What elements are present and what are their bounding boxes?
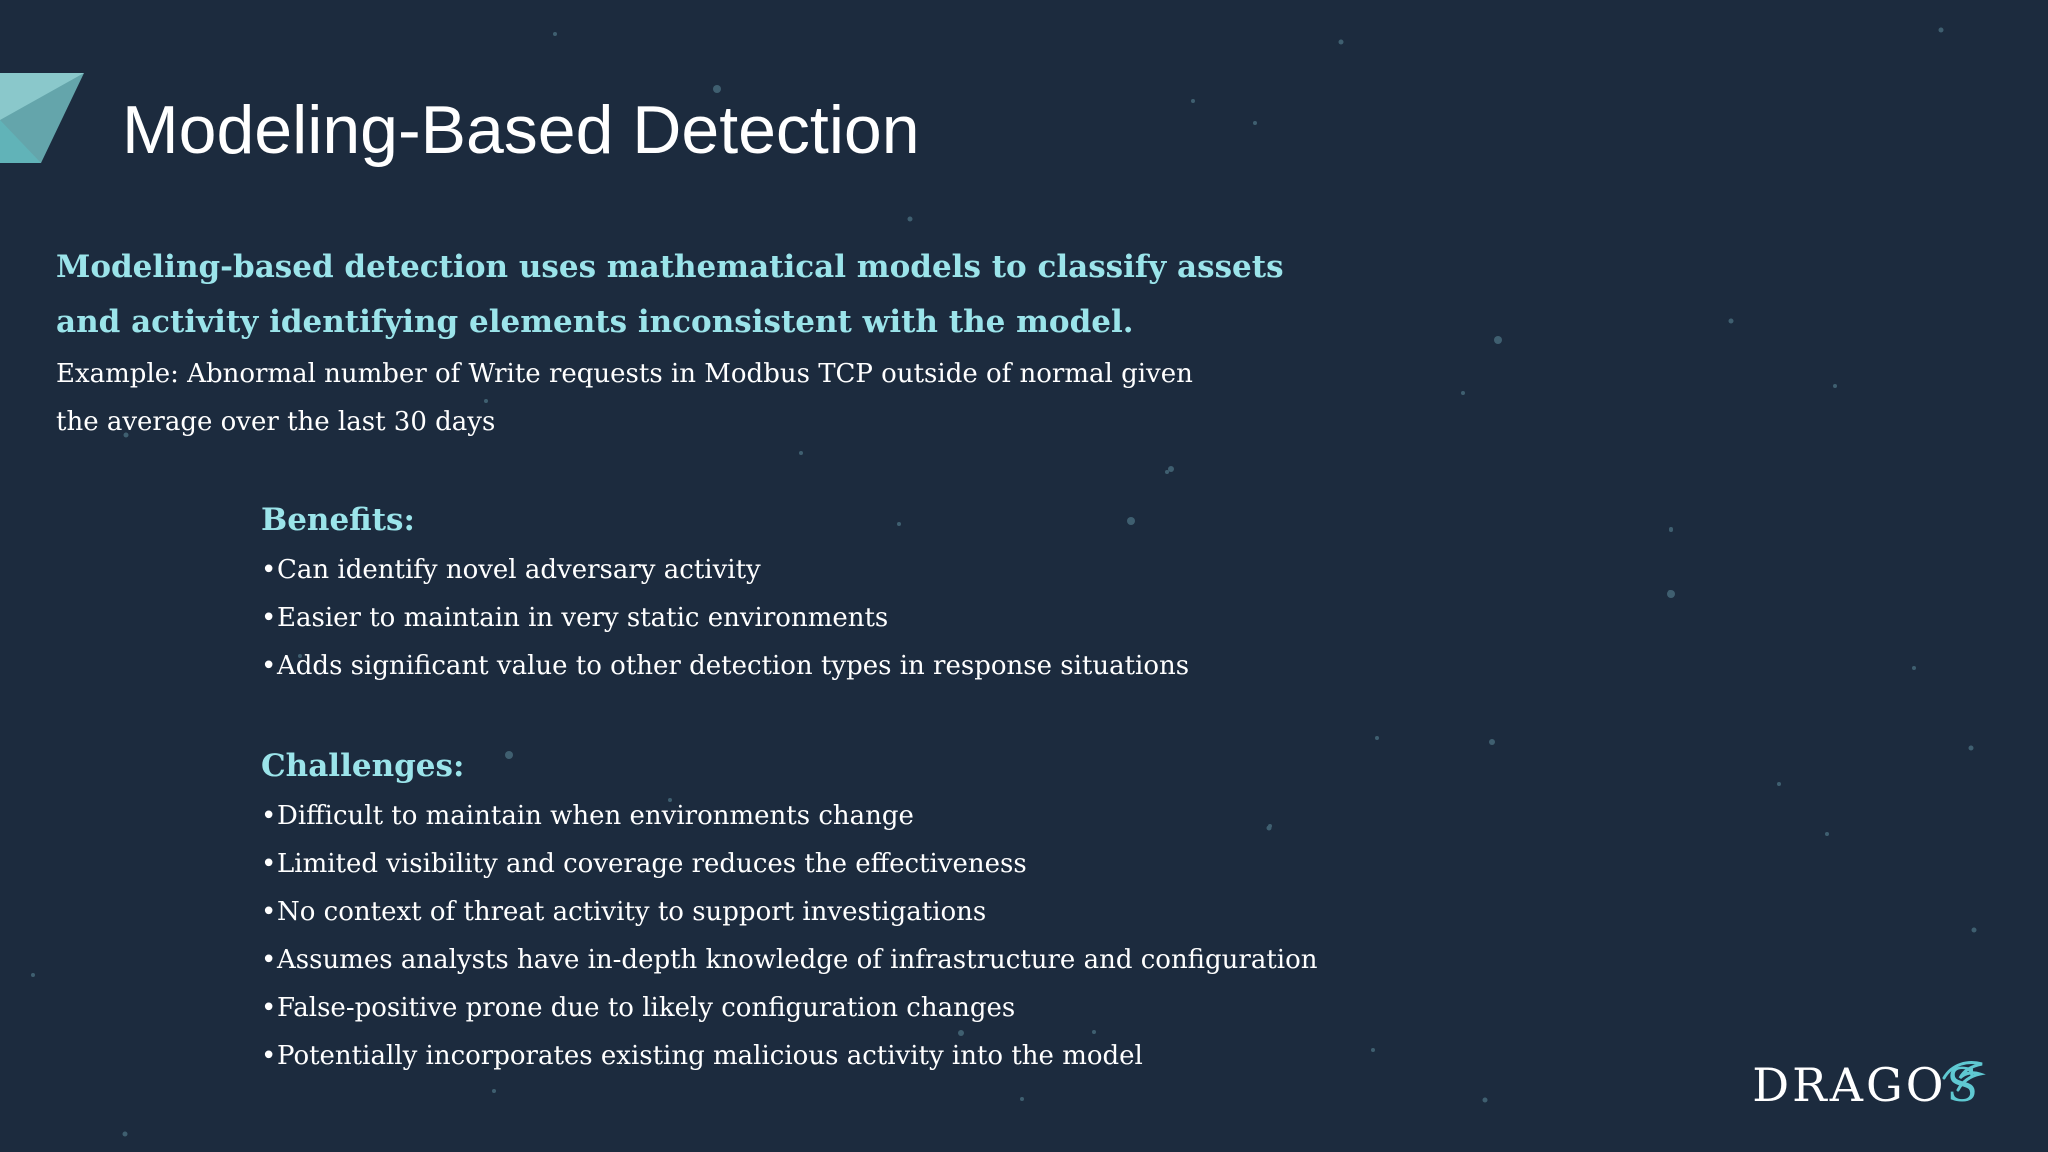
list-item: •Assumes analysts have in-depth knowledg… xyxy=(261,936,1318,984)
corner-accent-shape xyxy=(0,73,84,163)
logo-wordmark: DRAGO xyxy=(1752,1058,1947,1112)
bullet-icon: • xyxy=(261,1041,277,1071)
benefit-text: Can identify novel adversary activity xyxy=(277,555,761,585)
lead-statement: Modeling-based detection uses mathematic… xyxy=(56,249,1284,340)
bullet-icon: • xyxy=(261,849,277,879)
benefit-text: Easier to maintain in very static enviro… xyxy=(277,603,889,633)
logo-final-letter: S xyxy=(1942,1058,1987,1112)
challenge-text: Difficult to maintain when environments … xyxy=(277,801,914,831)
bullet-icon: • xyxy=(261,651,277,681)
bullet-icon: • xyxy=(261,993,277,1023)
benefits-list: •Can identify novel adversary activity •… xyxy=(261,546,1189,690)
dragos-logo: DRAGO S xyxy=(1752,1050,1987,1120)
list-item: •False-positive prone due to likely conf… xyxy=(261,984,1318,1032)
list-item: •Adds significant value to other detecti… xyxy=(261,642,1189,690)
challenge-text: Limited visibility and coverage reduces … xyxy=(277,849,1027,879)
slide-title: Modeling-Based Detection xyxy=(122,92,920,168)
bullet-icon: • xyxy=(261,555,277,585)
challenge-text: Assumes analysts have in-depth knowledge… xyxy=(277,945,1318,975)
challenges-list: •Difficult to maintain when environments… xyxy=(261,792,1318,1080)
example-text: Example: Abnormal number of Write reques… xyxy=(56,359,1193,437)
challenges-section: Challenges: •Difficult to maintain when … xyxy=(261,740,1318,1080)
challenge-text: No context of threat activity to support… xyxy=(277,897,987,927)
list-item: •Can identify novel adversary activity xyxy=(261,546,1189,594)
challenge-text: False-positive prone due to likely confi… xyxy=(277,993,1016,1023)
challenge-text: Potentially incorporates existing malici… xyxy=(277,1041,1143,1071)
list-item: •No context of threat activity to suppor… xyxy=(261,888,1318,936)
list-item: •Potentially incorporates existing malic… xyxy=(261,1032,1318,1080)
benefits-heading: Benefits: xyxy=(261,502,415,538)
bullet-icon: • xyxy=(261,801,277,831)
benefit-text: Adds significant value to other detectio… xyxy=(277,651,1190,681)
benefits-section: Benefits: •Can identify novel adversary … xyxy=(261,494,1189,690)
bullet-icon: • xyxy=(261,603,277,633)
challenges-heading: Challenges: xyxy=(261,748,465,784)
dragon-wing-icon xyxy=(1942,1061,1987,1092)
list-item: •Limited visibility and coverage reduces… xyxy=(261,840,1318,888)
bullet-icon: • xyxy=(261,945,277,975)
list-item: •Easier to maintain in very static envir… xyxy=(261,594,1189,642)
list-item: •Difficult to maintain when environments… xyxy=(261,792,1318,840)
bullet-icon: • xyxy=(261,897,277,927)
